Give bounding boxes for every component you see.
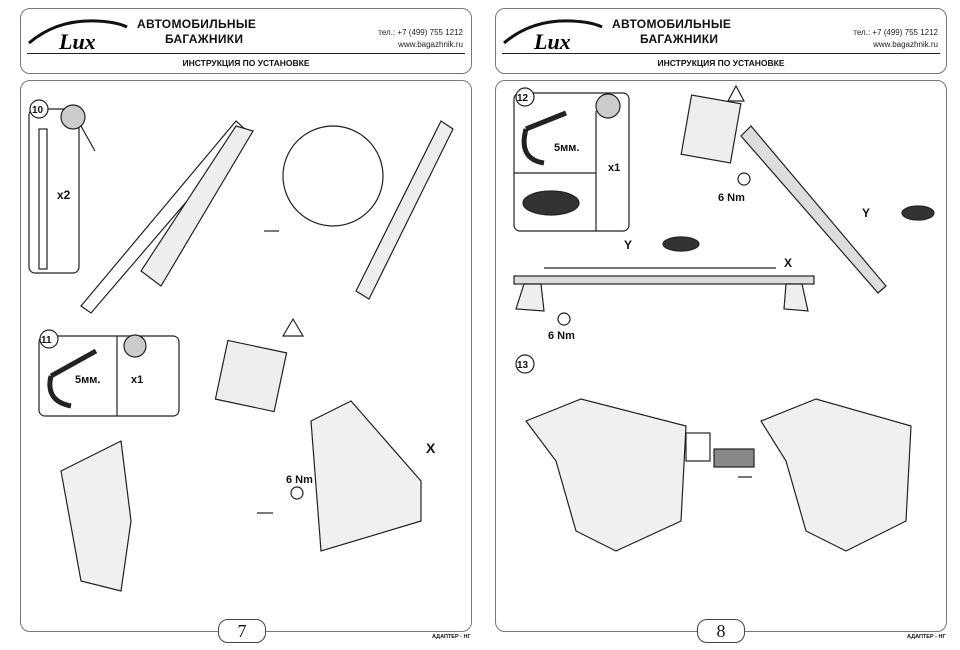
- step-11-dimension: X: [426, 440, 436, 456]
- installation-diagram: 10 x2 11 5мм. x1 6 Nm X: [28, 99, 454, 592]
- lux-logo: Lux: [503, 19, 603, 53]
- step-12-tool: 5мм.: [554, 142, 579, 154]
- installation-diagram: 12 5мм. x1 6 Nm Y Y X 6 Nm 13: [513, 84, 935, 552]
- page-title: ИНСТРУКЦИЯ ПО УСТАНОВКЕ: [182, 58, 310, 68]
- page-number: 8: [697, 619, 745, 643]
- dimension-y-label-right: Y: [862, 206, 870, 220]
- page-number: 7: [218, 619, 266, 643]
- svg-text:Lux: Lux: [533, 29, 571, 53]
- step-10-quantity: x2: [57, 188, 71, 202]
- step-11-number: 11: [41, 335, 52, 346]
- svg-text:Lux: Lux: [58, 29, 96, 53]
- step-10-number: 10: [32, 105, 44, 116]
- step-12-quantity: x1: [608, 162, 620, 174]
- dimension-x-label: X: [784, 256, 792, 270]
- page-title: ИНСТРУКЦИЯ ПО УСТАНОВКЕ: [657, 58, 785, 68]
- divider: [502, 53, 940, 54]
- step-12-number: 12: [517, 93, 529, 104]
- instruction-panel: 10 x2 11 5мм. x1 6 Nm X: [20, 80, 472, 632]
- step-13-number: 13: [517, 360, 529, 371]
- dimension-y-label: Y: [624, 238, 632, 252]
- product-footer: АДАПТЕР - НГ: [432, 634, 471, 640]
- divider: [27, 53, 465, 54]
- step-11-tool: 5мм.: [75, 374, 100, 386]
- product-footer: АДАПТЕР - НГ: [907, 634, 946, 640]
- lux-logo: Lux: [28, 19, 128, 53]
- step-11-torque: 6 Nm: [286, 474, 313, 486]
- instruction-panel: 12 5мм. x1 6 Nm Y Y X 6 Nm 13: [495, 80, 947, 632]
- step-11-quantity: x1: [131, 374, 143, 386]
- step-12-torque: 6 Nm: [718, 192, 745, 204]
- step-12-torque-2: 6 Nm: [548, 330, 575, 342]
